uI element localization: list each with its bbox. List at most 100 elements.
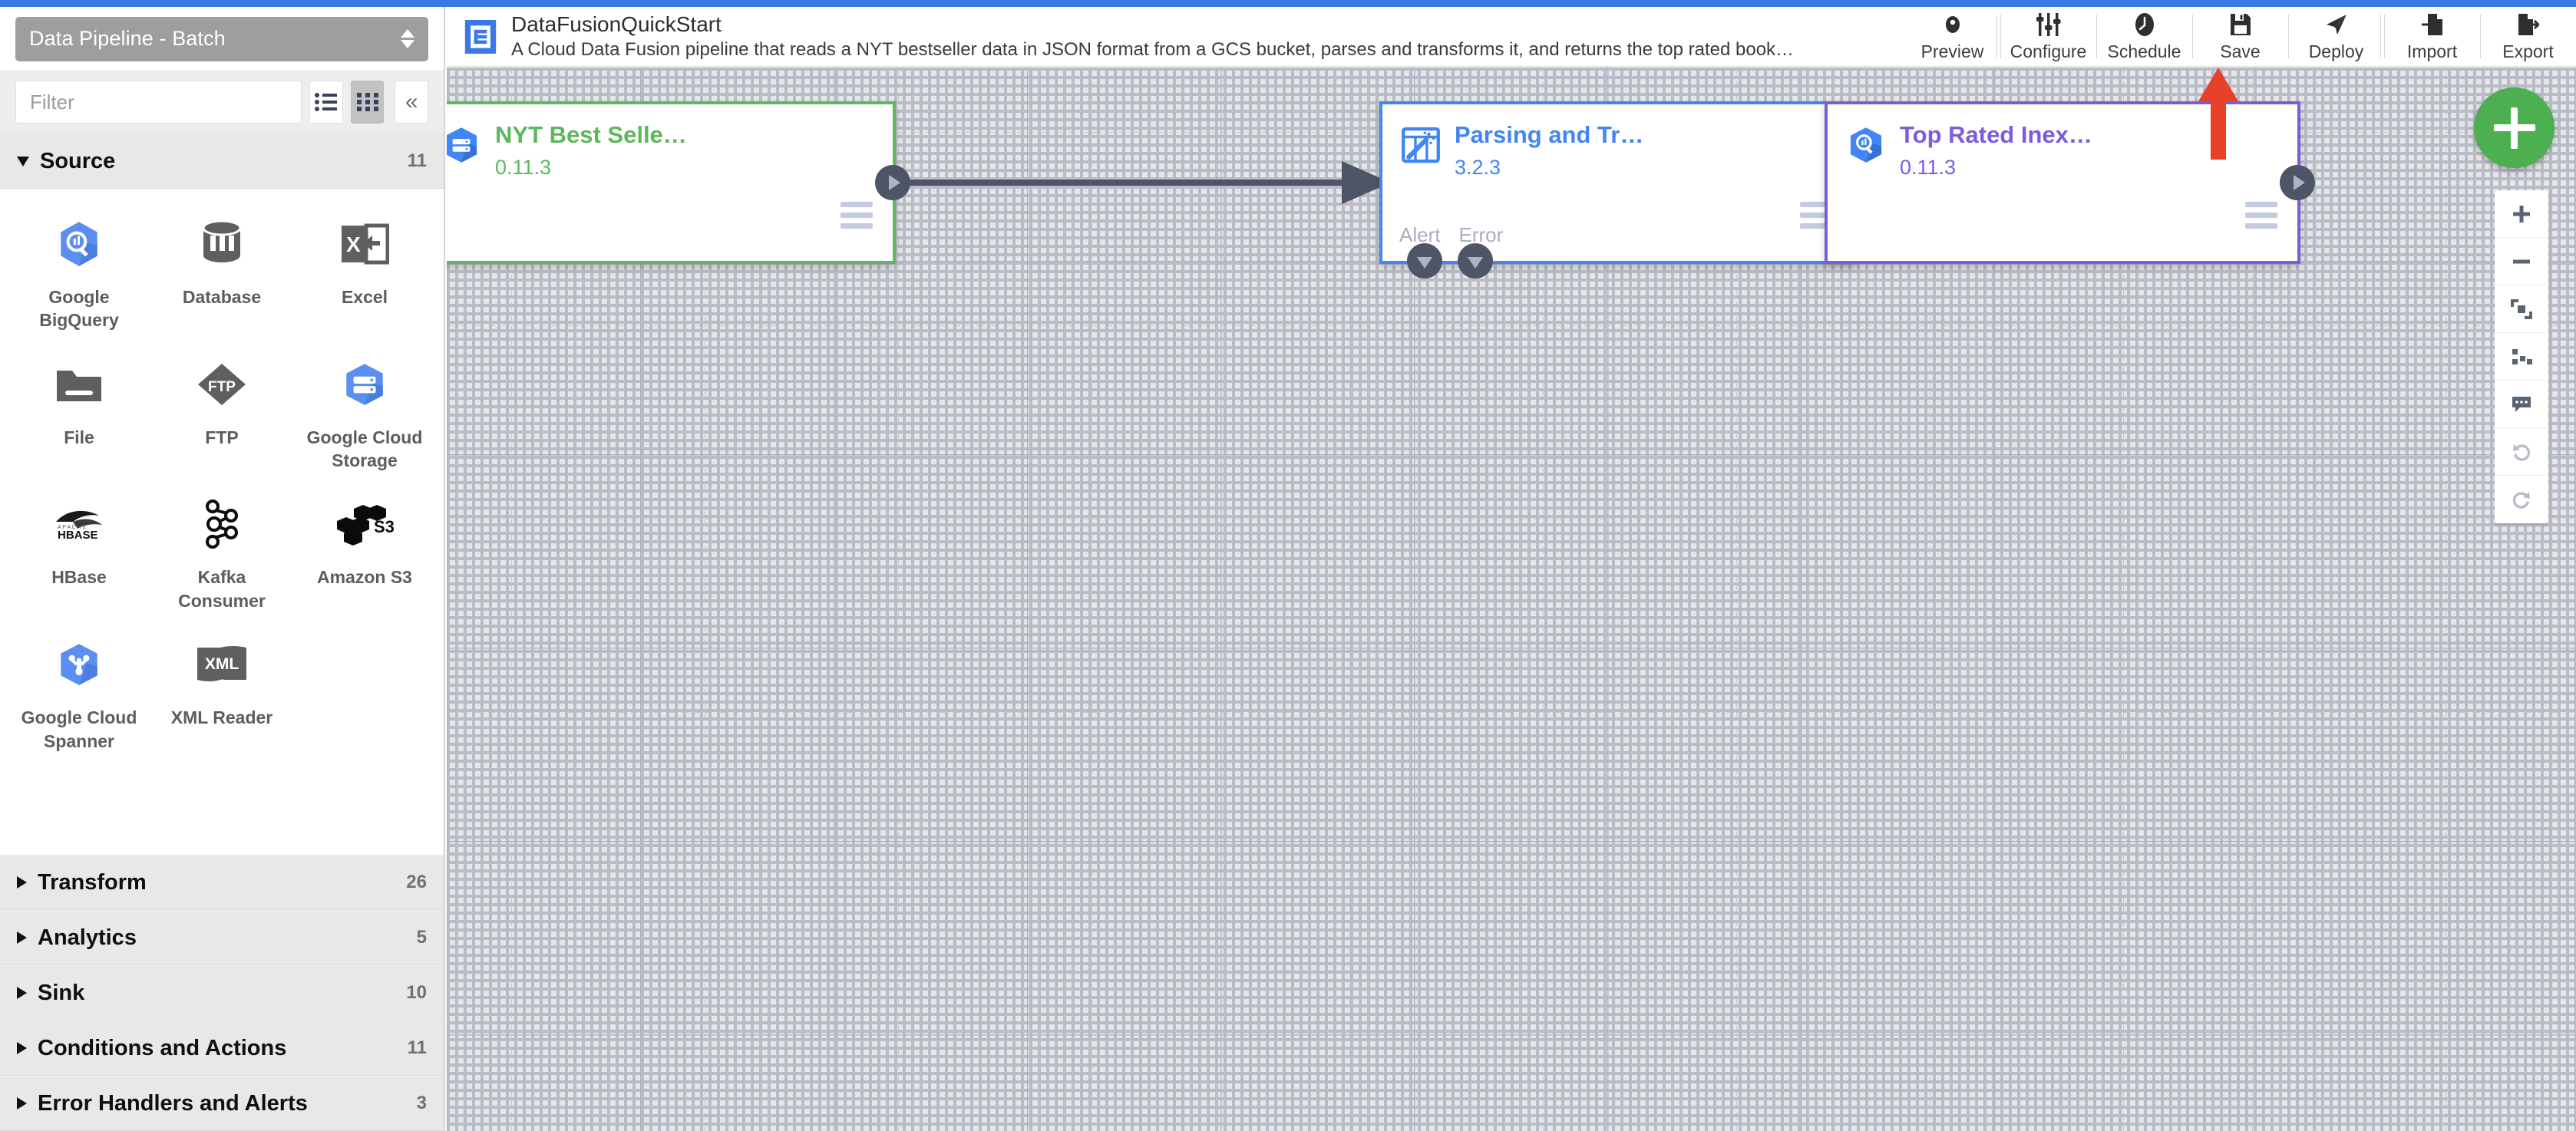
plus-icon [2513,205,2530,223]
database-icon [199,215,245,273]
svg-text:A P A C H E: A P A C H E [58,525,87,530]
node-text: NYT Best Selle… 0.11.3 [495,121,687,183]
schedule-button[interactable]: Schedule [2096,7,2192,66]
import-button[interactable]: Import [2384,7,2480,66]
clock-icon [2134,11,2155,38]
node-port-labels: Alert Error [1399,223,1503,247]
plugin-google-cloud-storage[interactable]: Google Cloud Storage [293,349,436,490]
google-cloud-storage-icon [339,355,390,414]
node-version: 0.11.3 [1900,155,1957,179]
node-alert-port[interactable] [1407,243,1442,279]
redo-control[interactable] [2495,476,2548,523]
redo-icon [2512,492,2530,509]
preview-button[interactable]: Preview [1904,7,2000,66]
save-button[interactable]: Save [2192,7,2288,66]
comments-control[interactable] [2495,381,2548,428]
node-output-port[interactable] [875,165,910,200]
node-menu-icon[interactable] [2245,202,2277,229]
sidebar-category-error-handlers-and-alerts[interactable]: Error Handlers and Alerts 3 [0,1076,444,1131]
node-header: NYT Best Selle… 0.11.3 [447,104,893,183]
align-nodes-icon [2512,348,2532,364]
pipeline-node-source[interactable]: NYT Best Selle… 0.11.3 [447,101,910,264]
caret-right-icon [17,1097,27,1110]
plugin-label: Google Cloud Storage [306,427,423,471]
plugin-google-cloud-spanner[interactable]: Google Cloud Spanner [8,629,150,770]
pipeline-text: DataFusionQuickStart A Cloud Data Fusion… [511,11,1794,61]
list-view-icon [314,93,337,111]
list-view-toggle[interactable] [309,81,343,124]
plugin-amazon-s3[interactable]: S3 Amazon S3 [293,489,436,629]
sidebar-filler [0,784,444,855]
collapse-sidebar-button[interactable]: « [395,81,429,124]
canvas-controls [2495,190,2548,523]
zoom-in-control[interactable] [2495,190,2548,238]
google-cloud-storage-icon [447,127,477,163]
plugin-file[interactable]: File [8,349,150,490]
category-label: Conditions and Actions [38,1035,287,1060]
undo-control[interactable] [2495,428,2548,476]
export-button[interactable]: Export [2480,7,2576,66]
plugin-ftp[interactable]: FTP FTP [150,349,293,490]
caret-down-icon [17,156,29,167]
toolbar-label: Save [2220,41,2261,61]
node-menu-icon[interactable] [1800,202,1832,229]
sidebar-category-source[interactable]: Source 11 [0,134,444,189]
sidebar-category-analytics[interactable]: Analytics 5 [0,910,444,965]
node-header: Parsing and Tr… 3.2.3 [1382,104,1852,183]
grid-view-toggle[interactable] [350,81,385,124]
caret-right-icon [17,1042,27,1054]
plugin-label: HBase [51,567,107,588]
export-arrow-icon [2518,11,2539,38]
sidebar-category-conditions-and-actions[interactable]: Conditions and Actions 11 [0,1021,444,1076]
add-node-fab[interactable] [2474,87,2555,168]
minus-icon [2513,259,2530,263]
plugin-label: Google Cloud Spanner [21,707,137,751]
google-cloud-spanner-icon [54,635,104,694]
caret-right-icon [17,932,27,944]
category-label: Error Handlers and Alerts [38,1090,308,1116]
fit-screen-icon [2511,298,2532,319]
fit-to-screen-control[interactable] [2495,285,2548,333]
pipeline-canvas[interactable]: NYT Best Selle… 0.11.3 [447,68,2576,1131]
collapse-chevron-icon: « [405,89,418,114]
category-label: Analytics [38,925,137,950]
plugin-google-bigquery[interactable]: Google BigQuery [8,209,150,349]
category-count: 3 [416,1093,427,1113]
node-title: Top Rated Inex… [1900,121,2092,148]
node-error-port[interactable] [1458,243,1493,279]
category-count: 11 [407,1037,427,1058]
sidebar-category-transform[interactable]: Transform 26 [0,855,444,910]
annotation-arrow-up [2198,68,2238,160]
hbase-icon: HBASE A P A C H E [51,495,107,553]
category-label: Transform [38,869,147,895]
node-title: NYT Best Selle… [495,121,687,148]
align-nodes-control[interactable] [2495,333,2548,381]
artifact-type-select[interactable]: Data Pipeline - Batch [15,16,428,61]
node-title: Parsing and Tr… [1455,121,1644,148]
google-bigquery-icon [1850,127,1882,163]
node-header: Top Rated Inex… 0.11.3 [1828,104,2297,183]
configure-button[interactable]: Configure [2000,7,2096,66]
pipeline-identity: DataFusionQuickStart A Cloud Data Fusion… [447,7,1904,66]
node-text: Parsing and Tr… 3.2.3 [1455,121,1643,183]
node-output-port[interactable] [2280,165,2315,200]
zoom-out-control[interactable] [2495,238,2548,285]
undo-icon [2513,443,2531,461]
plugin-excel[interactable]: X Excel [293,209,436,349]
plugin-filter-input[interactable] [15,81,302,124]
caret-right-icon [17,987,27,999]
plugin-database[interactable]: Database [150,209,293,349]
sidebar-category-sink[interactable]: Sink 10 [0,965,444,1021]
category-count: 5 [416,927,427,948]
deploy-button[interactable]: Deploy [2288,7,2384,66]
plugin-kafka-consumer[interactable]: Kafka Consumer [150,489,293,629]
pipeline-description: A Cloud Data Fusion pipeline that reads … [511,39,1795,61]
plugin-hbase[interactable]: HBASE A P A C H E HBase [8,489,150,629]
artifact-select-row: Data Pipeline - Batch [0,7,444,71]
plugin-label: File [64,427,94,447]
plugin-xml-reader[interactable]: XML XML Reader [150,629,293,770]
pipeline-toolbar: Preview Configure [1904,7,2576,66]
import-arrow-icon [2421,11,2443,38]
node-menu-icon[interactable] [841,202,873,229]
pipeline-node-transform[interactable]: Parsing and Tr… 3.2.3 Alert Error [1379,101,1870,279]
